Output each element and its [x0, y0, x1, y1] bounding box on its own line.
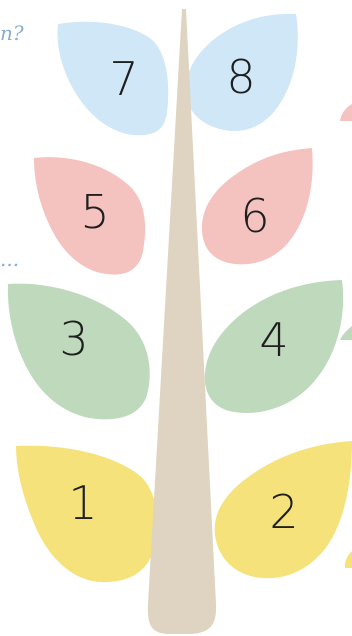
edge-yellow-leaf-fragment — [345, 551, 352, 568]
leaf-number-3: 3 — [59, 312, 88, 366]
leaf-number-5: 5 — [80, 185, 109, 239]
leaf-number-6: 6 — [240, 189, 269, 243]
edge-dots-text: ... — [0, 247, 19, 271]
edge-green-leaf-fragment — [340, 326, 352, 340]
edge-question-text: n? — [0, 21, 24, 45]
leaf-number-1: 1 — [68, 476, 97, 530]
leaf-number-7: 7 — [109, 52, 138, 106]
leaf-number-8: 8 — [226, 50, 255, 104]
leaf-number-2: 2 — [269, 485, 298, 539]
leaf-number-4: 4 — [259, 313, 288, 367]
edge-pink-leaf-fragment — [340, 104, 352, 121]
